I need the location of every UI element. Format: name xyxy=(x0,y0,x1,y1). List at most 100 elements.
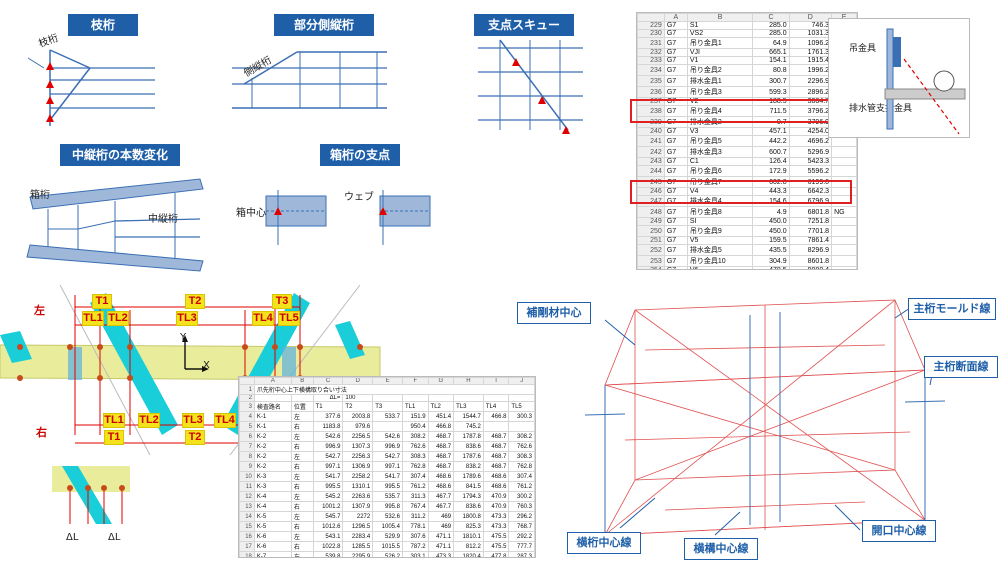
column-header[interactable]: TL5 xyxy=(508,401,535,412)
table-cell[interactable]: 1820.4 xyxy=(453,551,484,557)
table-cell[interactable]: 762.6 xyxy=(508,441,535,452)
table-cell[interactable]: 2256.5 xyxy=(342,431,374,442)
column-header[interactable]: 位置 xyxy=(290,401,314,412)
table-cell[interactable]: 2263.6 xyxy=(342,491,374,502)
table-cell[interactable]: 997.1 xyxy=(312,461,344,472)
table-cell[interactable] xyxy=(831,236,857,245)
table-cell[interactable]: 529.9 xyxy=(372,531,404,542)
table-cell[interactable] xyxy=(482,394,510,402)
table-cell[interactable]: 467.7 xyxy=(427,501,455,512)
table-cell[interactable]: 308.3 xyxy=(402,451,429,462)
table-cell[interactable]: 5596.2 xyxy=(788,165,833,177)
row-number[interactable]: 15 xyxy=(239,521,255,532)
table-cell[interactable]: 838.6 xyxy=(453,501,484,512)
row-number[interactable]: 232 xyxy=(637,48,665,57)
table-cell[interactable]: 468.7 xyxy=(482,431,510,442)
table-cell[interactable]: 左 xyxy=(290,411,314,422)
table-cell[interactable]: 761.2 xyxy=(508,481,535,492)
table-cell[interactable]: G7 xyxy=(663,56,688,65)
row-number[interactable]: 254 xyxy=(637,266,665,269)
row-number[interactable]: 9 xyxy=(239,461,255,472)
table-cell[interactable]: 475.5 xyxy=(482,541,510,552)
row-number[interactable]: 251 xyxy=(637,236,665,245)
row-number[interactable]: 14 xyxy=(239,511,255,522)
table-cell[interactable]: K-3 xyxy=(253,471,292,482)
row-number[interactable]: 250 xyxy=(637,225,665,237)
sheet2-col-header[interactable]: C xyxy=(312,377,344,385)
table-cell[interactable]: 469 xyxy=(427,511,455,522)
table-cell[interactable]: 543.1 xyxy=(312,531,344,542)
table-cell[interactable]: V1 xyxy=(686,56,754,65)
table-cell[interactable]: 457.1 xyxy=(752,127,790,136)
table-cell[interactable] xyxy=(427,394,455,402)
table-cell[interactable] xyxy=(402,394,429,402)
table-cell[interactable]: 1285.5 xyxy=(342,541,374,552)
table-cell[interactable]: G7 xyxy=(663,176,688,188)
table-cell[interactable]: 841.5 xyxy=(453,481,484,492)
table-cell[interactable]: 左 xyxy=(290,471,314,482)
table-cell[interactable]: NG xyxy=(831,206,857,218)
table-cell[interactable]: 979.6 xyxy=(342,421,374,432)
table-cell[interactable]: 2896.2 xyxy=(788,86,833,98)
table-cell[interactable]: 533.7 xyxy=(372,411,404,422)
table-cell[interactable]: K-7 xyxy=(253,551,292,557)
table-cell[interactable]: 吊り金具6 xyxy=(686,165,754,177)
row-number[interactable]: 242 xyxy=(637,146,665,158)
table-cell[interactable]: 745.2 xyxy=(453,421,484,432)
table-cell[interactable]: 右 xyxy=(290,521,314,532)
table-cell[interactable]: 285.0 xyxy=(752,21,790,30)
table-cell[interactable]: 排水金具1 xyxy=(686,75,754,87)
table-cell[interactable]: 470.9 xyxy=(482,491,510,502)
table-cell[interactable]: 761.2 xyxy=(402,481,429,492)
table-cell[interactable]: 746.3 xyxy=(788,21,833,30)
table-cell[interactable]: 996.9 xyxy=(312,441,344,452)
table-cell[interactable]: 542.7 xyxy=(372,451,404,462)
table-cell[interactable]: G7 xyxy=(663,86,688,98)
table-cell[interactable]: 475.5 xyxy=(482,531,510,542)
table-cell[interactable]: 468.7 xyxy=(427,461,455,472)
table-cell[interactable]: 1022.8 xyxy=(312,541,344,552)
table-cell[interactable]: 126.4 xyxy=(752,157,790,166)
table-cell[interactable]: 762.8 xyxy=(402,461,429,472)
column-header[interactable]: 検査路名 xyxy=(253,401,292,412)
table-cell[interactable]: 762.8 xyxy=(508,461,535,472)
table-cell[interactable]: G7 xyxy=(663,75,688,87)
table-cell[interactable] xyxy=(482,421,510,432)
table-cell[interactable]: 995.5 xyxy=(372,481,404,492)
table-cell[interactable] xyxy=(831,157,857,166)
table-cell[interactable]: 吊り金具2 xyxy=(686,64,754,76)
row-number[interactable]: 248 xyxy=(637,206,665,218)
sheet2-col-header[interactable]: I xyxy=(482,377,510,385)
table-cell[interactable]: 2258.2 xyxy=(342,471,374,482)
table-cell[interactable]: 2283.4 xyxy=(342,531,374,542)
table-cell[interactable]: 1761.3 xyxy=(788,48,833,57)
table-cell[interactable]: 307.4 xyxy=(402,471,429,482)
table-cell[interactable]: 4254.0 xyxy=(788,127,833,136)
table-cell[interactable]: 778.1 xyxy=(402,521,429,532)
table-cell[interactable]: 471.1 xyxy=(427,531,455,542)
table-cell[interactable] xyxy=(831,146,857,158)
table-cell[interactable]: 1810.1 xyxy=(453,531,484,542)
table-cell[interactable]: 995.5 xyxy=(312,481,344,492)
table-cell[interactable]: 4.9 xyxy=(752,206,790,218)
table-cell[interactable]: 467.7 xyxy=(427,491,455,502)
spreadsheet-hanger[interactable]: ABCDE229G7S1285.0746.3230G7VS2285.01031.… xyxy=(636,12,858,270)
table-cell[interactable]: G7 xyxy=(663,244,688,256)
sheet2-col-header[interactable]: E xyxy=(372,377,404,385)
sheet2-col-header[interactable] xyxy=(239,377,255,385)
table-cell[interactable]: 吊り金具8 xyxy=(686,206,754,218)
table-cell[interactable]: 右 xyxy=(290,541,314,552)
row-number[interactable]: 16 xyxy=(239,531,255,542)
table-cell[interactable] xyxy=(831,165,857,177)
row-number[interactable]: 8 xyxy=(239,451,255,462)
table-cell[interactable]: V5 xyxy=(686,236,754,245)
table-cell[interactable]: 1996.2 xyxy=(788,64,833,76)
table-cell[interactable]: G7 xyxy=(663,135,688,147)
row-number[interactable]: 2 xyxy=(239,394,255,402)
table-cell[interactable]: 左 xyxy=(290,511,314,522)
table-cell[interactable]: 右 xyxy=(290,461,314,472)
table-cell[interactable]: 7861.4 xyxy=(788,236,833,245)
table-cell[interactable]: 6801.8 xyxy=(788,206,833,218)
table-cell[interactable]: 左 xyxy=(290,491,314,502)
row-number[interactable]: 11 xyxy=(239,481,255,492)
